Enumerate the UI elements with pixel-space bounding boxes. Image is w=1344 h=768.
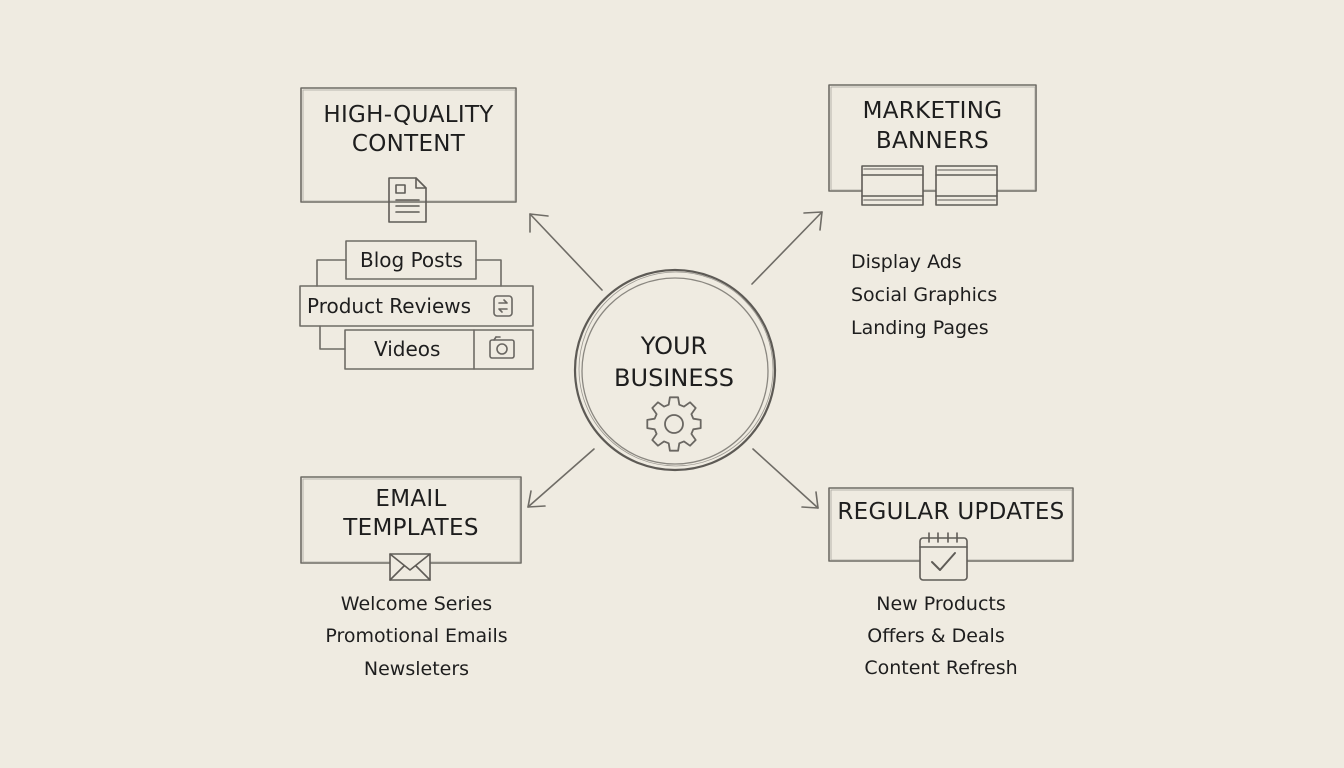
calendar-check-icon [919, 532, 968, 581]
arrow-to-marketing [751, 211, 823, 285]
email-item-promotional-emails: Promotional Emails [325, 625, 508, 647]
arrow-to-content [529, 213, 603, 291]
updates-title: REGULAR UPDATES [837, 499, 1065, 525]
marketing-title-line2: BANNERS [875, 128, 990, 154]
updates-item-offers-deals: Offers & Deals [867, 625, 1005, 647]
content-title-line2: CONTENT [351, 131, 466, 157]
marketing-box [828, 84, 1037, 192]
center-title-line1: YOUR [640, 332, 708, 360]
updates-item-content-refresh: Content Refresh [864, 657, 1018, 679]
document-icon [388, 177, 427, 223]
content-title-line1: HIGH-QUALITY [323, 102, 494, 128]
marketing-title-line1: MARKETING [862, 98, 1003, 124]
shuffle-icon [493, 295, 513, 317]
arrow-to-email [527, 448, 595, 508]
center-title-line2: BUSINESS [614, 364, 734, 392]
marketing-item-display-ads: Display Ads [851, 251, 962, 273]
email-title-line1: EMAIL [375, 486, 447, 512]
content-item-product-reviews: Product Reviews [307, 294, 472, 318]
content-tree [299, 240, 534, 370]
content-item-blog-posts: Blog Posts [360, 248, 463, 272]
marketing-item-landing-pages: Landing Pages [851, 317, 989, 339]
updates-item-new-products: New Products [876, 593, 1006, 615]
banner-icon [861, 165, 998, 206]
camera-icon [489, 336, 515, 359]
email-item-welcome-series: Welcome Series [340, 593, 493, 615]
email-title-line2: TEMPLATES [343, 515, 479, 541]
marketing-item-social-graphics: Social Graphics [851, 284, 998, 306]
content-box [300, 87, 517, 203]
content-item-videos: Videos [374, 337, 441, 361]
gear-icon [646, 396, 702, 452]
center-circle [573, 268, 777, 472]
arrow-to-updates [752, 448, 819, 509]
envelope-icon [389, 553, 431, 581]
email-item-newsleters: Newsleters [363, 658, 470, 680]
